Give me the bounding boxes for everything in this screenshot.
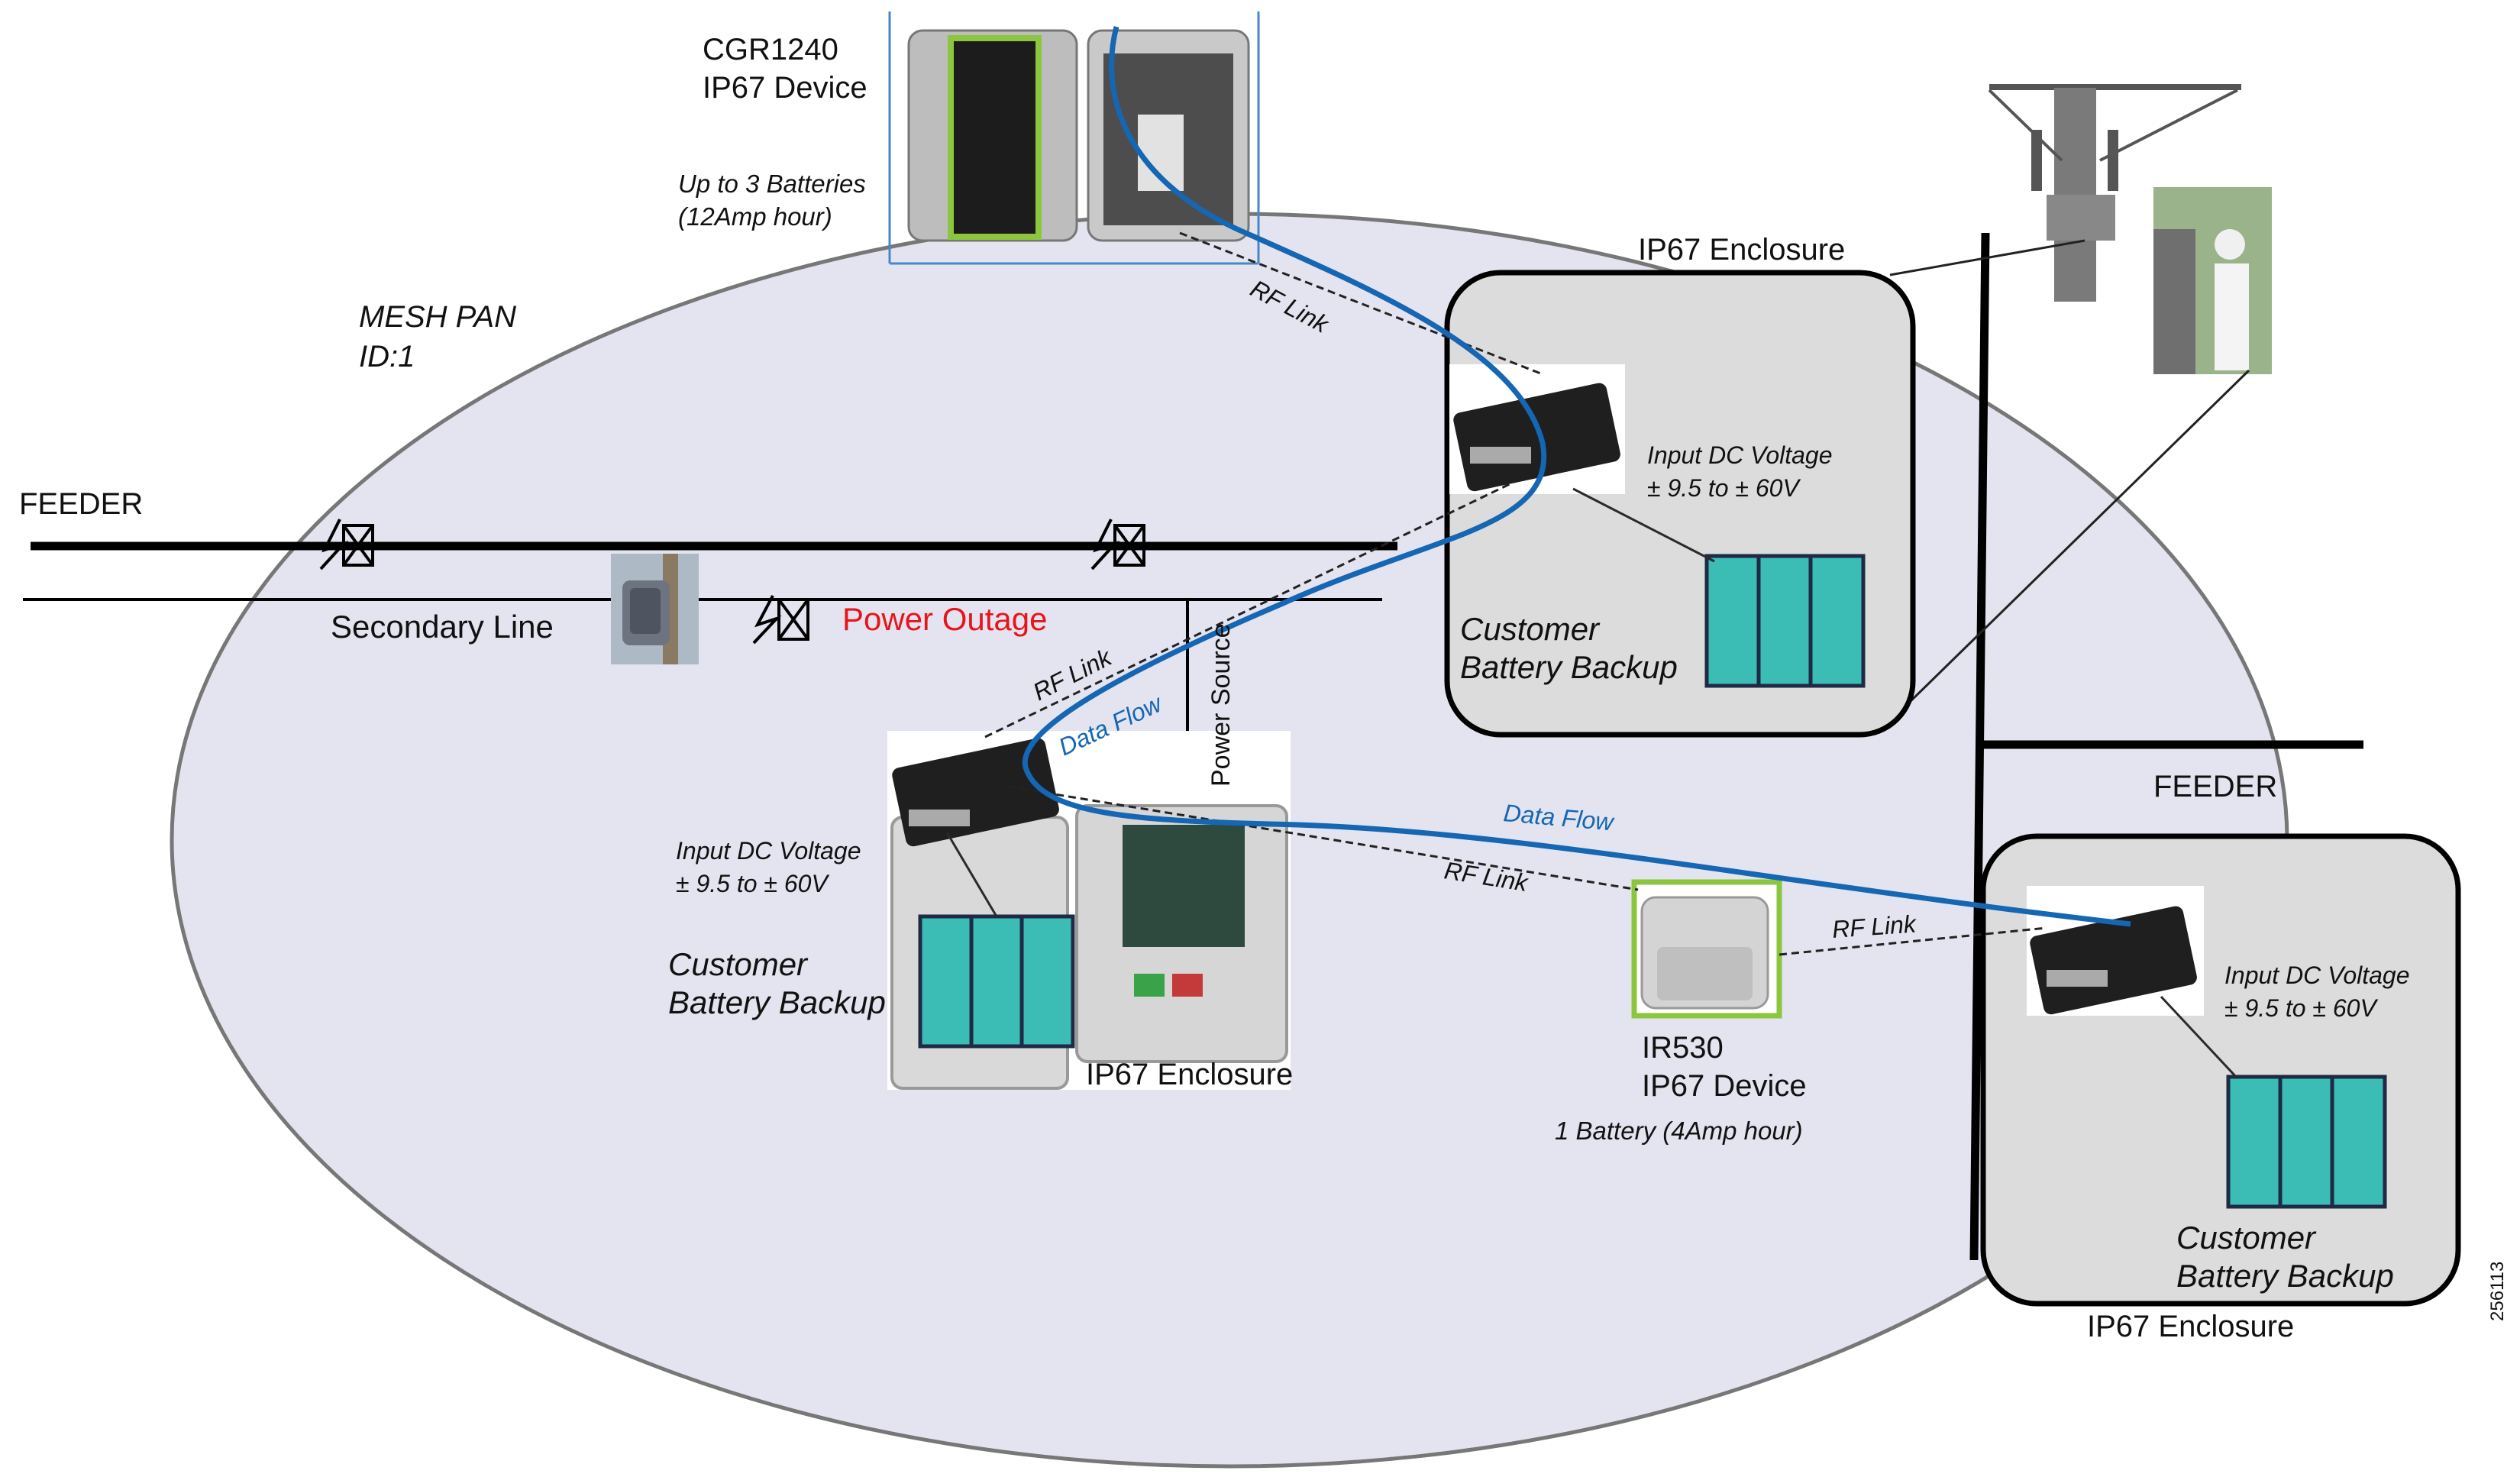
cgr-title-1: CGR1240 — [703, 33, 838, 66]
vdc-left-1: Input DC Voltage — [676, 837, 861, 865]
feeder-label-left: FEEDER — [19, 487, 143, 521]
rf-link-ir530-to-right — [1779, 926, 2047, 956]
router-image-right — [2027, 886, 2204, 1016]
battery-pack-right — [2226, 1075, 2387, 1209]
ir530-title-1: IR530 — [1642, 1031, 1724, 1065]
router-image-top — [1449, 364, 1625, 494]
router-image-left — [892, 738, 1059, 847]
switch-symbol-2 — [1090, 519, 1145, 570]
rf-link-cgr-to-top — [1179, 231, 1543, 376]
lineman-photo — [2153, 187, 2272, 374]
power-outage-label: Power Outage — [842, 601, 1048, 637]
ir530-title-2: IP67 Device — [1642, 1069, 1807, 1103]
cbb-left-1: Customer — [668, 946, 809, 982]
switch-symbol-1 — [319, 519, 374, 570]
cbb-right-2: Battery Backup — [2176, 1258, 2394, 1294]
cgr-battery-2: (12Amp hour) — [678, 202, 832, 231]
rf-link-label-right: RF Link — [1831, 910, 1918, 943]
cgr-title-2: IP67 Device — [703, 71, 867, 105]
battery-pack-top — [1704, 554, 1866, 688]
battery-link-right — [2160, 995, 2239, 1080]
connector-line-1 — [1889, 239, 2085, 276]
cbb-top-1: Customer — [1460, 611, 1601, 647]
enclosure-top-label: IP67 Enclosure — [1638, 233, 1845, 267]
battery-link-left — [945, 832, 998, 917]
enclosure-left-label: IP67 Enclosure — [1086, 1058, 1293, 1091]
feeder-label-right: FEEDER — [2153, 770, 2277, 803]
ir530-device-image — [1631, 879, 1782, 1019]
rf-link-left-to-top — [984, 480, 1517, 738]
enclosure-right-label: IP67 Enclosure — [2087, 1310, 2294, 1343]
figure-id: 256113 — [2487, 1262, 2508, 1321]
battery-link-top — [1572, 487, 1715, 563]
cbb-right-1: Customer — [2176, 1220, 2317, 1256]
vdc-top-2: ± 9.5 to ± 60V — [1647, 474, 1801, 502]
vdc-left-2: ± 9.5 to ± 60V — [676, 870, 829, 897]
rf-link-left-to-ir530 — [1007, 785, 1639, 891]
cgr-battery-1: Up to 3 Batteries — [678, 170, 866, 198]
secondary-line-label: Secondary Line — [331, 609, 554, 645]
vdc-right-1: Input DC Voltage — [2224, 962, 2410, 989]
power-source-label: Power Source — [1207, 623, 1236, 787]
utility-pole-image — [1988, 84, 2241, 302]
battery-pack-left — [918, 914, 1075, 1049]
mesh-pan-label-2: ID:1 — [359, 340, 415, 373]
cgr1240-device-image — [888, 11, 1260, 265]
connector-line-2 — [1908, 369, 2250, 704]
data-flow-path — [1022, 26, 2131, 927]
feeder-pole-vertical — [1969, 232, 1990, 1261]
cbb-left-2: Battery Backup — [668, 984, 886, 1020]
cbb-top-2: Battery Backup — [1460, 649, 1678, 685]
ir530-battery: 1 Battery (4Amp hour) — [1555, 1117, 1803, 1145]
vdc-right-2: ± 9.5 to ± 60V — [2224, 994, 2378, 1022]
switch-symbol-outage — [752, 595, 809, 645]
vdc-top-1: Input DC Voltage — [1647, 441, 1833, 469]
pole-transformer-image — [611, 554, 699, 664]
mesh-pan-label-1: MESH PAN — [359, 300, 516, 334]
